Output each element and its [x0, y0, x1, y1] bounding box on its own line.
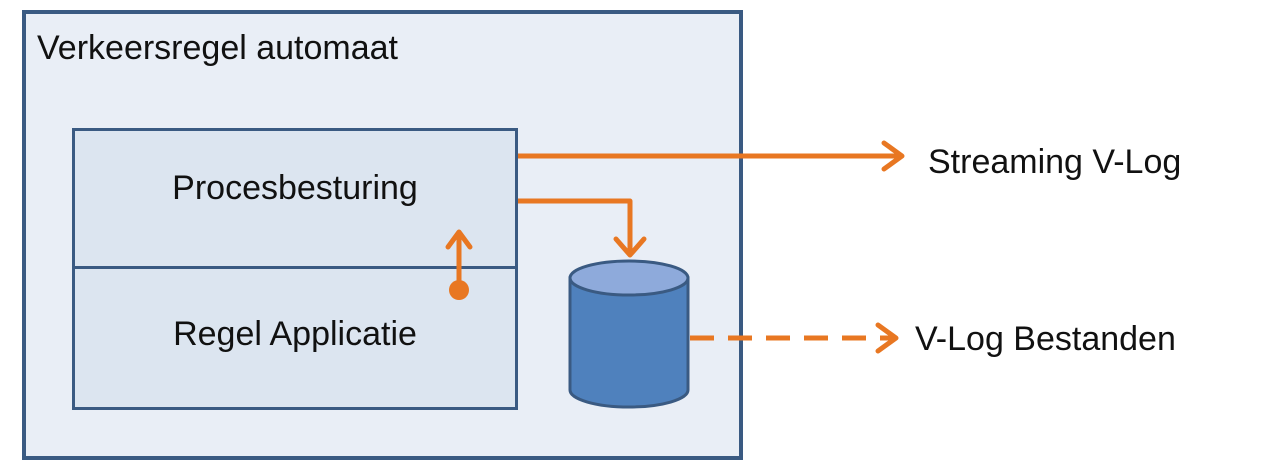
regel-applicatie-layer: Regel Applicatie [72, 266, 518, 410]
storage-arrow [518, 198, 647, 258]
procesbesturing-label: Procesbesturing [172, 169, 418, 207]
streaming-arrow-head [881, 140, 905, 172]
streaming-v-log-label: Streaming V-Log [928, 143, 1182, 181]
internal-up-arrow [445, 229, 473, 300]
regel-applicatie-label: Regel Applicatie [173, 314, 417, 353]
arrow-head [445, 229, 473, 250]
storage-arrow-head [613, 236, 647, 258]
files-dashed-arrow [690, 322, 899, 354]
diagram-connectors [445, 140, 905, 409]
files-arrow-head [875, 322, 899, 354]
streaming-arrow [518, 140, 905, 172]
storage-arrow-shaft [518, 198, 633, 255]
container-title: Verkeersregel automaat [37, 29, 398, 67]
database-cylinder-icon [568, 259, 690, 409]
v-log-bestanden-label: V-Log Bestanden [915, 320, 1176, 358]
